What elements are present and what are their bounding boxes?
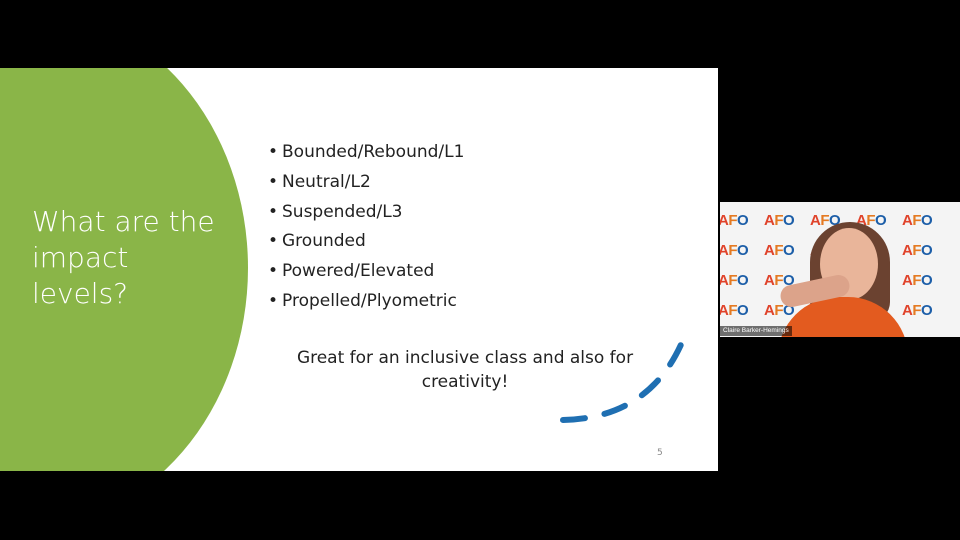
list-item: •Propelled/Plyometric <box>268 290 457 311</box>
list-item: •Suspended/L3 <box>268 201 403 222</box>
afo-logo: AFO <box>764 242 795 259</box>
bullet-text: Propelled/Plyometric <box>282 290 457 311</box>
afo-logo: AFO <box>720 242 749 259</box>
presentation-slide: What are the impact levels? •Bounded/Reb… <box>0 68 718 471</box>
participant-video-tile[interactable]: AFO AFO AFO AFO AFO AFO AFO AFO AFO AFO AFO AFO AFO A… <box>720 202 960 337</box>
afo-logo: AFO <box>720 212 749 229</box>
afo-logo: AFO <box>810 212 841 229</box>
dashed-arc-decoration <box>560 337 686 423</box>
bullet-text: Grounded <box>282 231 366 252</box>
afo-logo: AFO <box>856 212 887 229</box>
slide-page-number: 5 <box>657 448 663 458</box>
bullet-text: Suspended/L3 <box>282 201 403 222</box>
afo-logo: AFO <box>902 212 933 229</box>
afo-logo: AFO <box>764 212 795 229</box>
participant-name-label: Claire Barker-Hemings <box>720 326 792 336</box>
list-item: •Neutral/L2 <box>268 171 371 192</box>
slide-title: What are the impact levels? <box>32 205 215 310</box>
bullet-list: •Bounded/Rebound/L1 •Neutral/L2 •Suspend… <box>268 138 464 317</box>
afo-logo: AFO <box>902 242 933 259</box>
bullet-text: Powered/Elevated <box>282 261 435 282</box>
afo-logo: AFO <box>720 302 749 319</box>
afo-logo: AFO <box>902 272 933 289</box>
list-item: •Grounded <box>268 231 366 252</box>
bullet-text: Neutral/L2 <box>282 171 371 192</box>
afo-logo: AFO <box>902 302 933 319</box>
afo-logo: AFO <box>720 272 749 289</box>
afo-logo: AFO <box>764 302 795 319</box>
list-item: •Bounded/Rebound/L1 <box>268 142 465 162</box>
green-circle-shape <box>0 68 248 471</box>
afo-logo: AFO <box>764 272 795 289</box>
bullet-text: Bounded/Rebound/L1 <box>282 142 465 162</box>
list-item: •Powered/Elevated <box>268 261 435 282</box>
slide-note: Great for an inclusive class and also fo… <box>296 348 634 392</box>
